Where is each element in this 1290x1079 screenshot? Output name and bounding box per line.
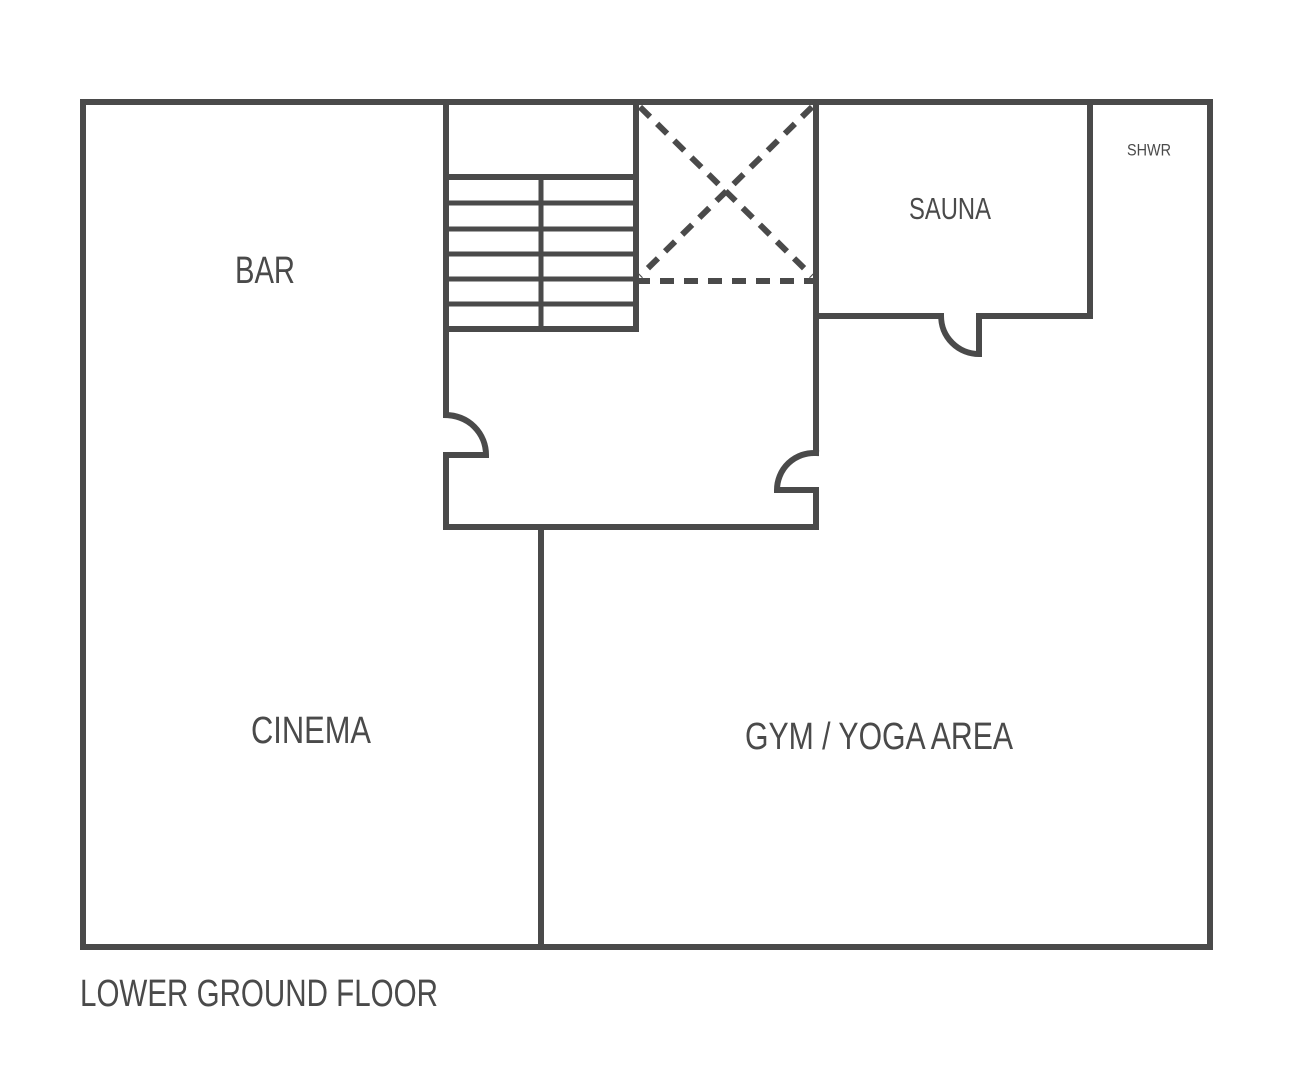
core-right-door	[773, 449, 820, 493]
room-label-sauna: SAUNA	[909, 191, 991, 226]
floor-title: LOWER GROUND FLOOR	[80, 973, 438, 1015]
room-label-bar: BAR	[235, 250, 295, 292]
core-left-door	[442, 411, 490, 458]
room-label-gym: GYM / YOGA AREA	[745, 716, 1014, 758]
room-label-cinema: CINEMA	[251, 710, 372, 752]
room-label-shower: SHWR	[1127, 140, 1171, 159]
sauna-door	[937, 312, 982, 358]
void-cross-line	[637, 104, 815, 279]
outer-wall	[80, 99, 1213, 950]
